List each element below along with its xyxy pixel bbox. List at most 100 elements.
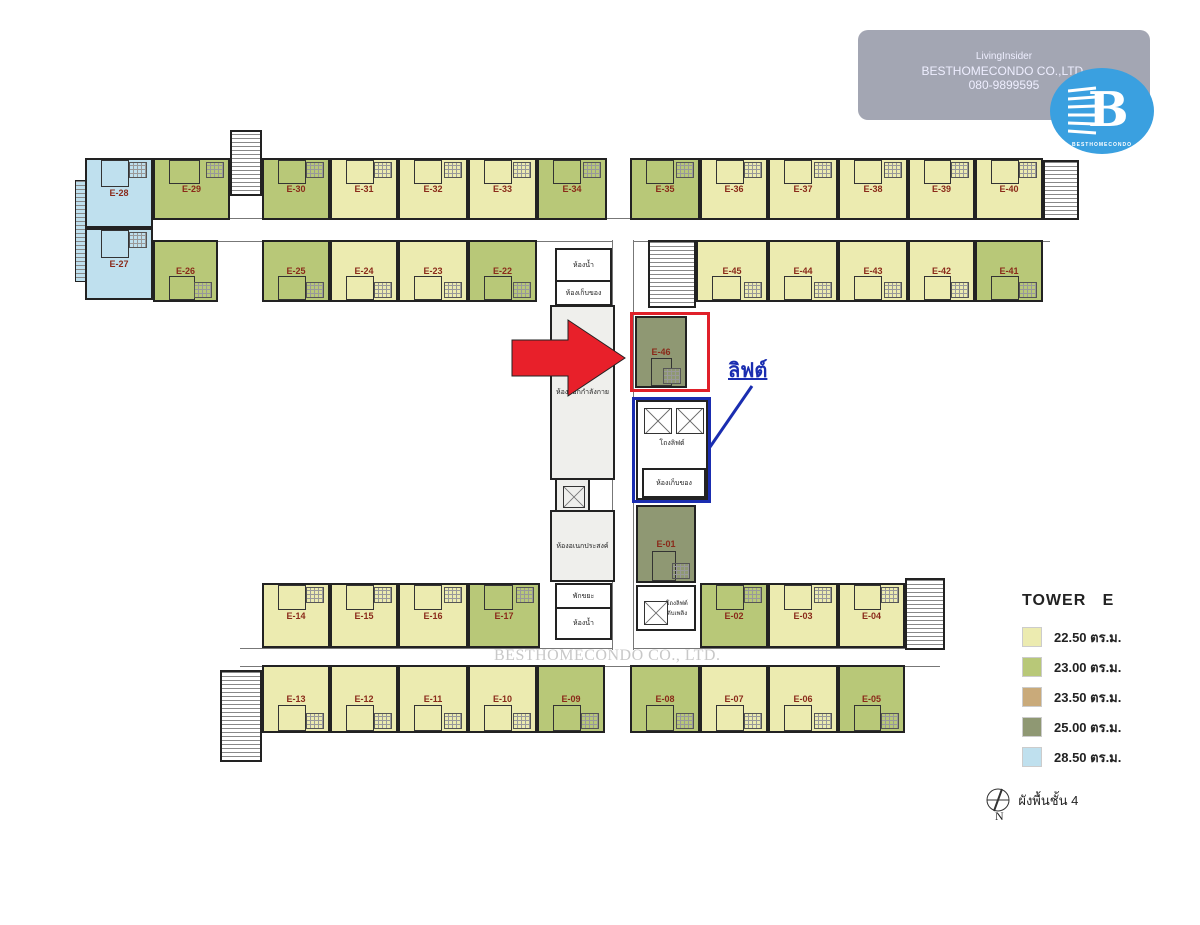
balcony-tile (513, 162, 531, 178)
unit-e-39[interactable]: E-39 (908, 158, 975, 220)
unit-label: E-13 (286, 694, 306, 704)
center-watermark: BESTHOMECONDO CO., LTD. (494, 647, 721, 664)
bedroom-area (278, 585, 306, 611)
unit-e-31[interactable]: E-31 (330, 158, 398, 220)
unit-e-05[interactable]: E-05 (838, 665, 905, 733)
balcony-tile (194, 282, 212, 298)
balcony-tile (744, 162, 762, 178)
unit-label: E-45 (722, 266, 742, 276)
unit-e-35[interactable]: E-35 (630, 158, 700, 220)
unit-e-42[interactable]: E-42 (908, 240, 975, 302)
unit-label: E-35 (655, 184, 675, 194)
unit-label: E-09 (561, 694, 581, 704)
unit-e-16[interactable]: E-16 (398, 583, 468, 648)
unit-e-15[interactable]: E-15 (330, 583, 398, 648)
bedroom-area (484, 275, 512, 300)
bedroom-area (784, 704, 813, 731)
balcony-tile (129, 232, 147, 248)
unit-e-45[interactable]: E-45 (696, 240, 768, 302)
bedroom-area (854, 160, 883, 185)
bedroom-area (854, 275, 883, 300)
unit-e-32[interactable]: E-32 (398, 158, 468, 220)
multipurpose-label: ห้องอเนกประสงค์ (556, 542, 609, 550)
balcony-tile (444, 587, 462, 603)
balcony-tile (881, 713, 899, 729)
unit-label: E-23 (423, 266, 443, 276)
logo-letter: B (1088, 82, 1129, 138)
balcony-tile (306, 162, 324, 178)
unit-e-08[interactable]: E-08 (630, 665, 700, 733)
unit-e-13[interactable]: E-13 (262, 665, 330, 733)
bedroom-area (646, 704, 675, 731)
unit-label: E-17 (494, 610, 514, 621)
unit-label: E-39 (931, 184, 951, 194)
legend-area-label: 25.00 ตร.ม. (1054, 719, 1122, 735)
balcony-tile (744, 587, 762, 603)
unit-e-02[interactable]: E-02 (700, 583, 768, 648)
unit-e-03[interactable]: E-03 (768, 583, 838, 648)
balcony-tile (672, 563, 690, 579)
unit-e-01[interactable]: E-01 (636, 505, 696, 583)
unit-e-25[interactable]: E-25 (262, 240, 330, 302)
unit-e-26[interactable]: E-26 (153, 240, 218, 302)
balcony-tile (1019, 162, 1037, 178)
bedroom-area (784, 585, 813, 611)
unit-label: E-42 (931, 266, 951, 276)
balcony-tile (583, 162, 601, 178)
unit-e-12[interactable]: E-12 (330, 665, 398, 733)
bedroom-area (169, 160, 201, 185)
bedroom-area (101, 160, 129, 188)
unit-e-27[interactable]: E-27 (85, 228, 153, 300)
unit-e-41[interactable]: E-41 (975, 240, 1043, 302)
bedroom-area (346, 160, 374, 185)
unit-e-29[interactable]: E-29 (153, 158, 230, 220)
unit-e-10[interactable]: E-10 (468, 665, 537, 733)
garbage-room: พักขยะ (555, 583, 612, 609)
balcony-tile (1019, 282, 1037, 298)
unit-e-40[interactable]: E-40 (975, 158, 1043, 220)
unit-label: E-30 (286, 184, 306, 194)
compass-icon (986, 788, 1010, 812)
unit-e-06[interactable]: E-06 (768, 665, 838, 733)
storage-label: ห้องเก็บของ (565, 289, 602, 297)
unit-e-09[interactable]: E-09 (537, 665, 605, 733)
brand-label: LivingInsider (975, 51, 1033, 62)
unit-label: E-04 (861, 610, 881, 621)
balcony-tile (374, 713, 392, 729)
lift-label: ลิฟต์ (728, 360, 768, 382)
bedroom-area (414, 160, 443, 185)
unit-e-44[interactable]: E-44 (768, 240, 838, 302)
bedroom-area (101, 230, 129, 258)
unit-e-37[interactable]: E-37 (768, 158, 838, 220)
bedroom-area (712, 275, 742, 300)
legend-item: 23.00 ตร.ม. (1022, 652, 1121, 682)
unit-e-14[interactable]: E-14 (262, 583, 330, 648)
unit-e-11[interactable]: E-11 (398, 665, 468, 733)
unit-e-23[interactable]: E-23 (398, 240, 468, 302)
unit-e-28[interactable]: E-28 (85, 158, 153, 228)
unit-e-43[interactable]: E-43 (838, 240, 908, 302)
toilet-label-2: ห้องน้ำ (573, 620, 594, 627)
legend-title: TOWER E (1022, 592, 1115, 609)
unit-e-17[interactable]: E-17 (468, 583, 540, 648)
unit-label: E-07 (724, 694, 744, 704)
unit-e-30[interactable]: E-30 (262, 158, 330, 220)
bedroom-area (278, 160, 306, 185)
unit-label: E-34 (562, 184, 582, 194)
unit-e-34[interactable]: E-34 (537, 158, 607, 220)
unit-e-46[interactable]: E-46 (635, 316, 687, 388)
unit-e-36[interactable]: E-36 (700, 158, 768, 220)
bedroom-area (854, 704, 882, 731)
unit-label: E-36 (724, 184, 744, 194)
unit-e-22[interactable]: E-22 (468, 240, 537, 302)
unit-e-04[interactable]: E-04 (838, 583, 905, 648)
unit-e-33[interactable]: E-33 (468, 158, 537, 220)
unit-e-24[interactable]: E-24 (330, 240, 398, 302)
service-lift (555, 478, 590, 512)
unit-e-38[interactable]: E-38 (838, 158, 908, 220)
unit-label: E-11 (423, 694, 443, 704)
unit-e-07[interactable]: E-07 (700, 665, 768, 733)
bedroom-area (414, 275, 443, 300)
balcony-tile (881, 587, 899, 603)
balcony-tile (581, 713, 599, 729)
